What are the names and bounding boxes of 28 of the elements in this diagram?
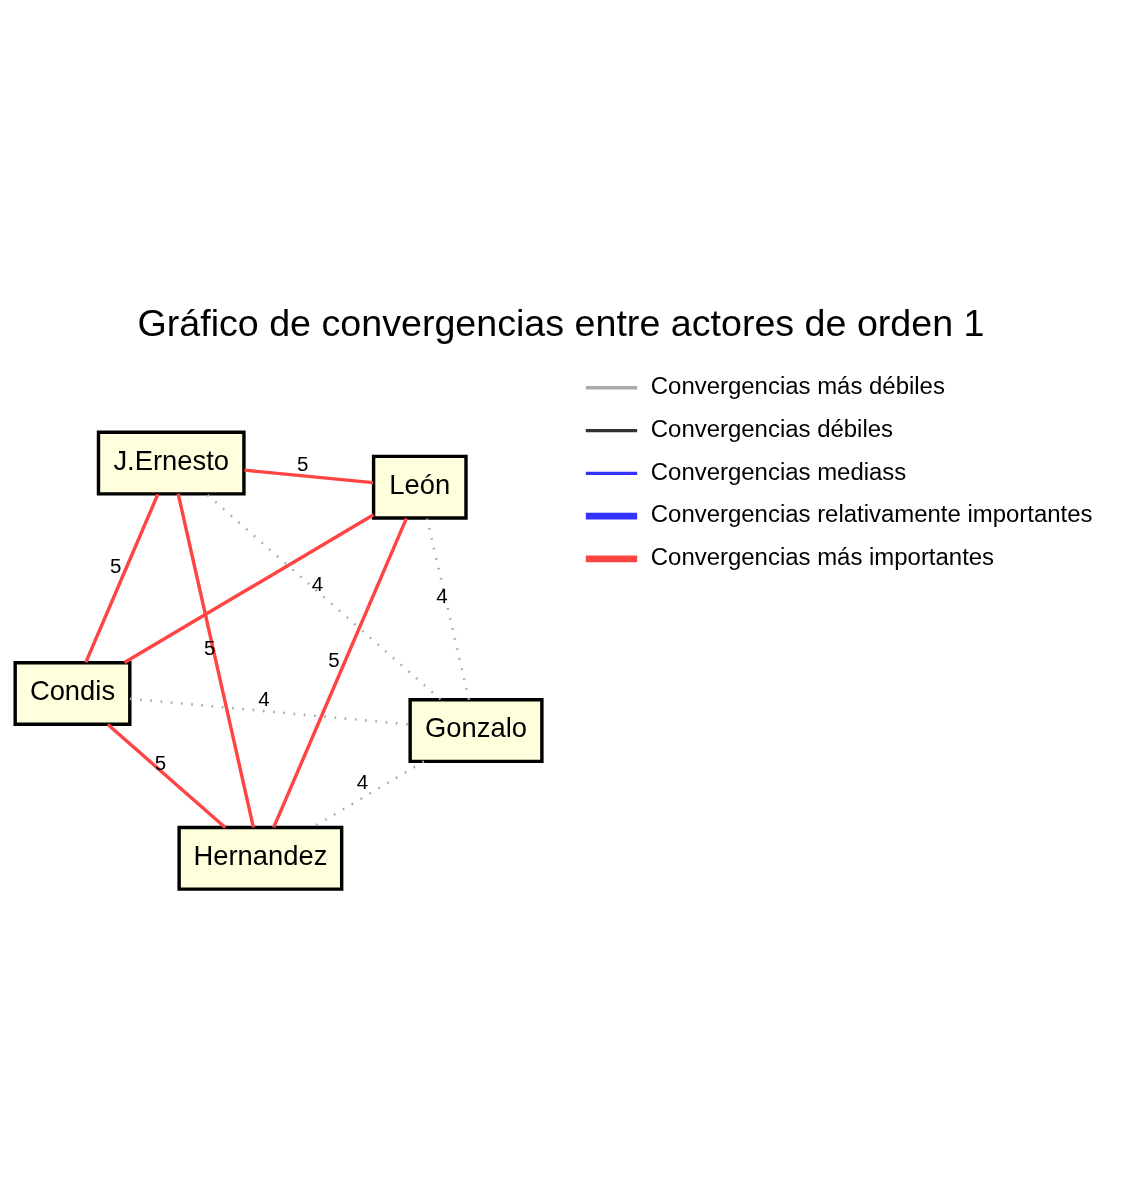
connector	[205, 493, 442, 701]
connector	[129, 697, 411, 726]
node-box: Gonzalo	[408, 698, 544, 764]
legend-label: Convergencias mediass	[650, 457, 907, 485]
node-box: León	[371, 454, 468, 520]
connector	[123, 513, 375, 665]
edge-label: 5	[328, 648, 340, 672]
connector	[84, 493, 160, 664]
edge-label: 4	[356, 769, 369, 793]
edge-label: 5	[110, 553, 122, 577]
edge-label: 5	[296, 451, 309, 475]
connector	[425, 518, 471, 700]
edge-label: 4	[436, 584, 448, 608]
edge-label: 4	[311, 571, 324, 595]
connector	[176, 493, 256, 828]
connector	[272, 517, 408, 829]
connector	[244, 468, 374, 485]
edge-label: 4	[258, 686, 270, 710]
connector	[106, 723, 227, 829]
legend-label: Convergencias relativamente importantes	[650, 500, 1093, 528]
legend-label: Convergencias débiles	[650, 414, 894, 442]
node-box: J.Ernesto	[96, 430, 246, 496]
node-box: Hernandez	[177, 825, 344, 891]
diagram-title: Gráfico de convergencias entre actores de orden 1	[137, 301, 985, 344]
edge-label: 5	[154, 751, 167, 775]
legend-label: Convergencias más débiles	[650, 372, 945, 400]
legend-label: Convergencias más importantes	[650, 543, 995, 571]
node-box: Condis	[13, 660, 132, 726]
